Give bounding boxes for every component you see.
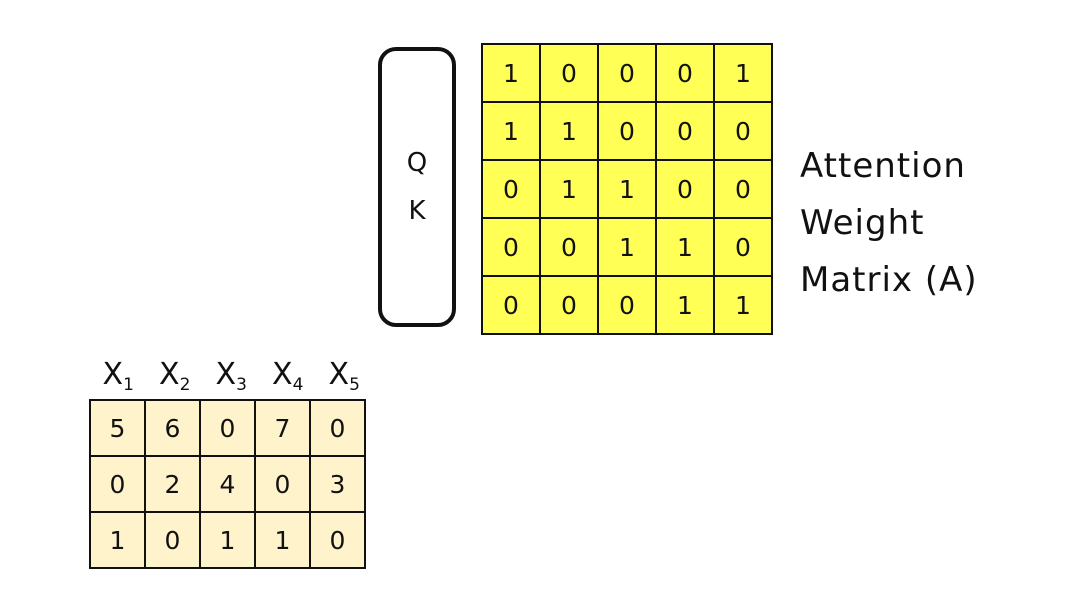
attention-matrix-cell: 0	[597, 275, 657, 335]
attention-label-line: Matrix (A)	[800, 260, 978, 300]
header-base: X	[215, 357, 237, 392]
input-matrix-cell: 0	[254, 455, 311, 513]
header-base: X	[328, 357, 350, 392]
input-matrix-cell: 0	[144, 511, 201, 569]
input-matrix-cell: 3	[309, 455, 366, 513]
header-base: X	[102, 357, 124, 392]
attention-matrix-cell: 0	[481, 275, 541, 335]
input-column-header: X2	[147, 355, 204, 405]
input-column-header: X1	[90, 355, 147, 405]
attention-matrix-cell: 0	[597, 101, 657, 161]
attention-matrix-cell: 1	[481, 101, 541, 161]
attention-matrix-cell: 0	[655, 159, 715, 219]
input-matrix-cell: 1	[89, 511, 146, 569]
attention-matrix-cell: 0	[713, 159, 773, 219]
input-matrix-cell: 4	[199, 455, 256, 513]
attention-matrix-cell: 0	[539, 43, 599, 103]
input-matrix-cell: 2	[144, 455, 201, 513]
input-matrix-cell: 0	[89, 455, 146, 513]
k-label: K	[408, 196, 426, 226]
attention-matrix-cell: 1	[597, 217, 657, 277]
attention-matrix-cell: 0	[539, 275, 599, 335]
header-subscript: 3	[236, 375, 247, 395]
header-subscript: 1	[123, 375, 134, 395]
attention-matrix-cell: 1	[539, 159, 599, 219]
attention-matrix-cell: 1	[655, 217, 715, 277]
attention-matrix-label: Attention Weight Matrix (A)	[800, 138, 978, 309]
attention-matrix-cell: 1	[597, 159, 657, 219]
attention-matrix-cell: 1	[655, 275, 715, 335]
attention-matrix-cell: 0	[713, 217, 773, 277]
attention-matrix-cell: 0	[597, 43, 657, 103]
input-column-header: X3	[203, 355, 260, 405]
attention-label-line: Attention	[800, 146, 966, 186]
attention-matrix-cell: 0	[481, 159, 541, 219]
attention-matrix-cell: 0	[539, 217, 599, 277]
input-matrix-cell: 0	[309, 511, 366, 569]
input-column-header: X4	[260, 355, 317, 405]
input-matrix-cell: 7	[254, 399, 311, 457]
header-base: X	[159, 357, 180, 392]
header-base: X	[272, 357, 293, 392]
qk-box: Q K	[378, 47, 456, 327]
attention-matrix-cell: 0	[655, 101, 715, 161]
input-matrix-cell: 0	[309, 399, 366, 457]
attention-matrix-cell: 1	[713, 43, 773, 103]
input-matrix-cell: 1	[199, 511, 256, 569]
q-label: Q	[406, 148, 428, 178]
attention-matrix-cell: 1	[481, 43, 541, 103]
attention-matrix-cell: 0	[713, 101, 773, 161]
input-matrix-cell: 5	[89, 399, 146, 457]
attention-matrix-cell: 0	[655, 43, 715, 103]
input-column-header: X5	[316, 355, 373, 405]
header-subscript: 5	[349, 375, 360, 395]
attention-label-line: Weight	[800, 203, 925, 243]
input-matrix-cell: 0	[199, 399, 256, 457]
attention-matrix-cell: 1	[539, 101, 599, 161]
attention-matrix-cell: 0	[481, 217, 541, 277]
header-subscript: 4	[292, 375, 304, 395]
header-subscript: 2	[179, 375, 191, 395]
input-matrix-cell: 1	[254, 511, 311, 569]
attention-matrix-cell: 1	[713, 275, 773, 335]
input-matrix-cell: 6	[144, 399, 201, 457]
